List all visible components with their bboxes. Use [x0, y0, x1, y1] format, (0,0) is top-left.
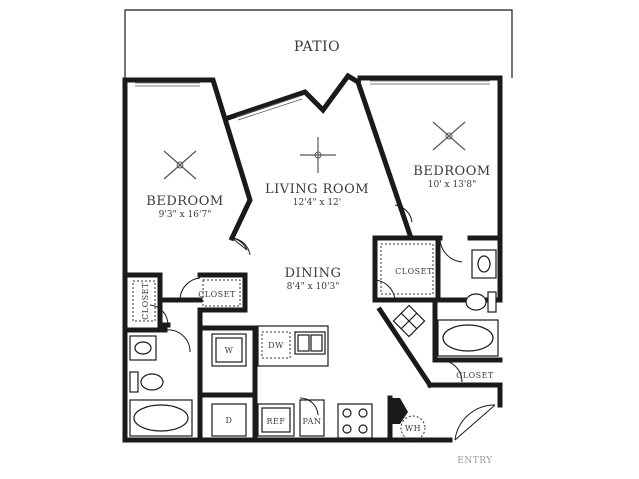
closet-label: CLOSET	[456, 371, 494, 380]
water-heater-label: WH	[405, 424, 421, 433]
right-bath-fixtures	[392, 249, 499, 357]
pantry	[299, 399, 325, 437]
counter-corner	[390, 398, 408, 424]
patio-label: PATIO	[294, 39, 340, 55]
closet-right-lower: CLOSET	[456, 371, 494, 380]
washer-icon	[211, 333, 247, 367]
water-heater-icon	[400, 415, 426, 441]
closet-label: CLOSET	[198, 290, 236, 299]
laundry: W D	[211, 333, 247, 437]
entry-label: ENTRY	[457, 456, 493, 466]
washer-label: W	[225, 346, 234, 355]
dishwasher-label: DW	[268, 341, 284, 350]
kitchen-sink-icon	[294, 331, 326, 355]
dryer-icon	[211, 403, 247, 437]
door-swings	[149, 204, 496, 441]
closet-label: CLOSET	[141, 282, 150, 320]
closet-right-upper: CLOSET	[380, 243, 434, 295]
pantry-label: PAN	[303, 417, 322, 426]
closet-left-vertical: CLOSET	[132, 280, 156, 322]
patio: PATIO	[124, 9, 513, 78]
ceiling-fan-icon	[432, 121, 466, 151]
water-heater: WH	[400, 415, 426, 441]
living-room-dim: 12'4" x 12'	[293, 198, 342, 208]
dining-dim: 8'4" x 10'3"	[287, 282, 340, 292]
toilet-icon	[465, 293, 487, 311]
bedroom-left-dim: 9'3" x 16'7"	[159, 210, 212, 220]
dining-label: DINING	[285, 266, 342, 281]
bedroom-left-label: BEDROOM	[146, 194, 223, 209]
kitchen: DW REF PAN	[257, 325, 408, 439]
windows	[135, 80, 490, 121]
refrigerator-icon	[257, 403, 295, 437]
bedroom-right-label: BEDROOM	[413, 164, 490, 179]
exterior-walls	[122, 72, 503, 443]
ceiling-fan-icon	[163, 150, 197, 180]
sink-icon	[471, 249, 497, 279]
toilet-tank-icon	[487, 291, 497, 313]
closet-label: CLOSET	[395, 267, 433, 276]
bathtub-icon	[129, 399, 193, 437]
dryer-label: D	[226, 416, 233, 425]
ceiling-fan-icon	[300, 137, 336, 173]
bathtub-icon	[437, 319, 499, 357]
closet-left: CLOSET	[198, 279, 241, 307]
left-bath-fixtures	[129, 335, 193, 437]
sink-icon	[129, 335, 157, 361]
stove-icon	[337, 403, 373, 439]
living-room-label: LIVING ROOM	[265, 182, 369, 197]
dishwasher-icon	[261, 331, 291, 359]
refrigerator-label: REF	[267, 417, 286, 426]
toilet-tank-icon	[129, 371, 139, 393]
toilet-icon	[140, 373, 164, 391]
bedroom-right-dim: 10' x 13'8"	[428, 180, 477, 190]
